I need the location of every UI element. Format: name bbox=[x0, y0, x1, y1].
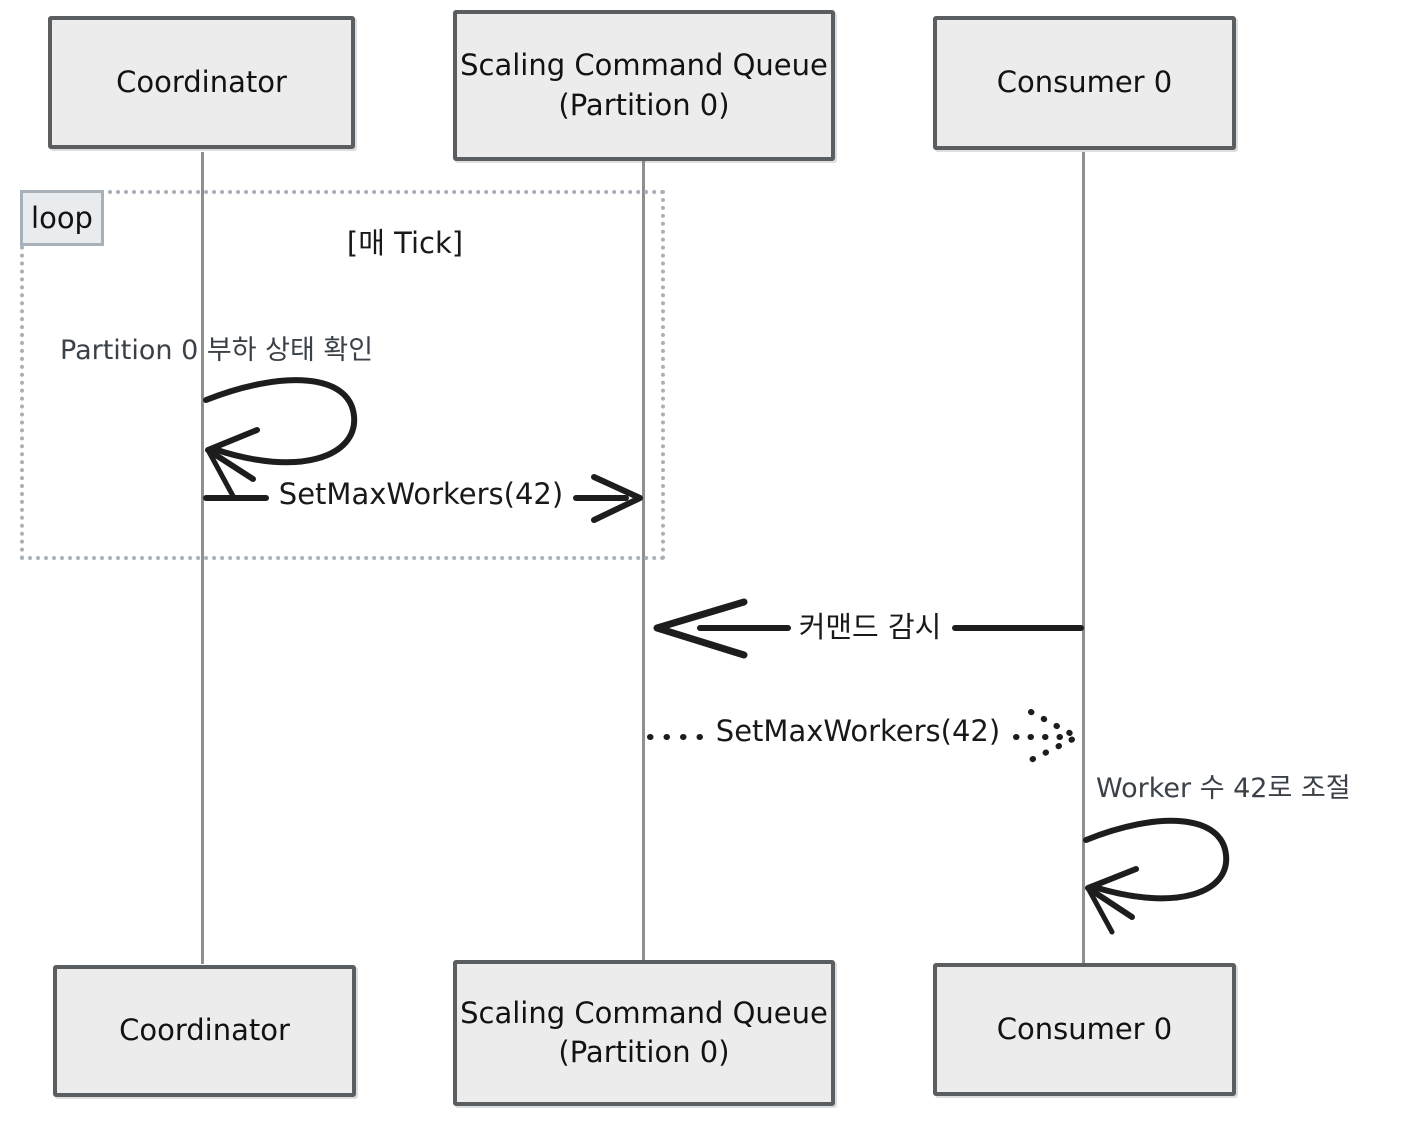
participant-bottom-scaling-command-queue: Scaling Command Queue (Partition 0) bbox=[453, 960, 835, 1106]
participant-label: Coordinator bbox=[119, 1013, 290, 1048]
participant-label: Coordinator bbox=[116, 64, 287, 99]
loop-condition: [매 Tick] bbox=[346, 226, 464, 260]
loop-label: loop bbox=[20, 190, 104, 246]
message-label-setmaxworkers-solid: SetMaxWorkers(42) bbox=[278, 477, 564, 511]
self-loop-arrow-consumer bbox=[1083, 817, 1230, 935]
participant-bottom-consumer-0: Consumer 0 bbox=[933, 963, 1236, 1096]
participant-top-coordinator: Coordinator bbox=[48, 16, 355, 149]
message-label-partition-load-check: Partition 0 부하 상태 확인 bbox=[60, 335, 374, 366]
loop-frame bbox=[20, 190, 665, 560]
participant-label-line1: Scaling Command Queue bbox=[460, 48, 828, 83]
participant-top-scaling-command-queue: Scaling Command Queue (Partition 0) bbox=[453, 10, 835, 161]
loop-label-text: loop bbox=[31, 201, 93, 235]
participant-label: Consumer 0 bbox=[996, 1011, 1173, 1046]
message-label-worker-adjust: Worker 수 42로 조절 bbox=[1096, 773, 1351, 804]
participant-label-line2: (Partition 0) bbox=[558, 1035, 730, 1069]
participant-label-line1: Scaling Command Queue bbox=[460, 995, 828, 1030]
lifeline-consumer-0 bbox=[1082, 152, 1085, 964]
message-label-setmaxworkers-dashed: SetMaxWorkers(42) bbox=[715, 714, 1001, 748]
participant-label: Consumer 0 bbox=[996, 65, 1173, 100]
participant-label-line2: (Partition 0) bbox=[558, 87, 730, 122]
message-label-command-watch: 커맨드 감시 bbox=[798, 610, 942, 644]
participant-top-consumer-0: Consumer 0 bbox=[933, 16, 1236, 150]
participant-bottom-coordinator: Coordinator bbox=[53, 965, 356, 1097]
